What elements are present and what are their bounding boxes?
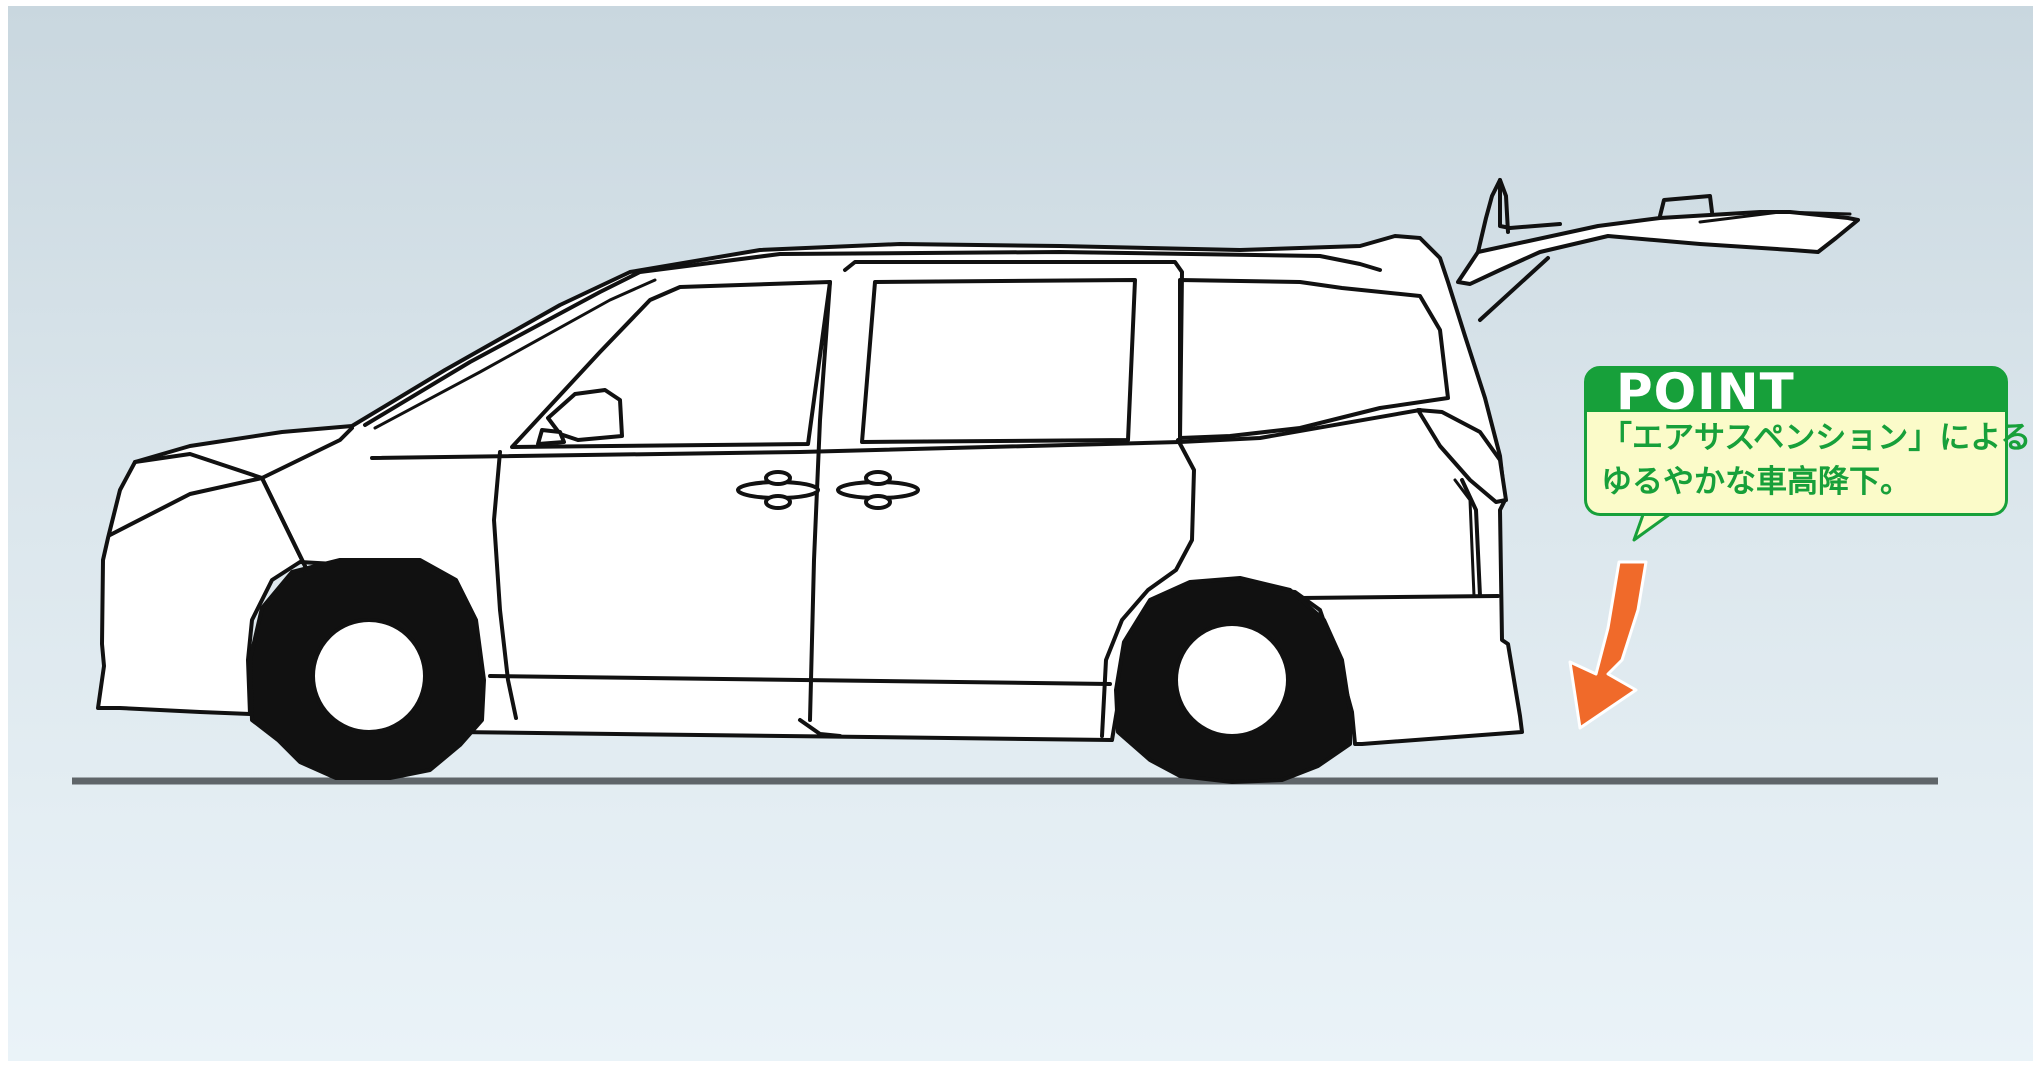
callout-box: 「エアサスペンション」による ゆるやかな車高降下。 [1584, 412, 2008, 516]
front-wheel [313, 620, 425, 732]
callout-line-2: ゆるやかな車高降下。 [1601, 460, 1997, 504]
middle-side-window [862, 280, 1135, 442]
callout-pointer [1634, 512, 1670, 540]
callout-header: POINT [1584, 366, 2008, 414]
down-arrow-icon [1570, 562, 1646, 728]
rear-wheel [1176, 624, 1288, 736]
open-tailgate [1458, 212, 1858, 284]
callout-line-1: 「エアサスペンション」による [1601, 416, 1997, 460]
callout-text: 「エアサスペンション」による ゆるやかな車高降下。 [1601, 416, 1997, 504]
